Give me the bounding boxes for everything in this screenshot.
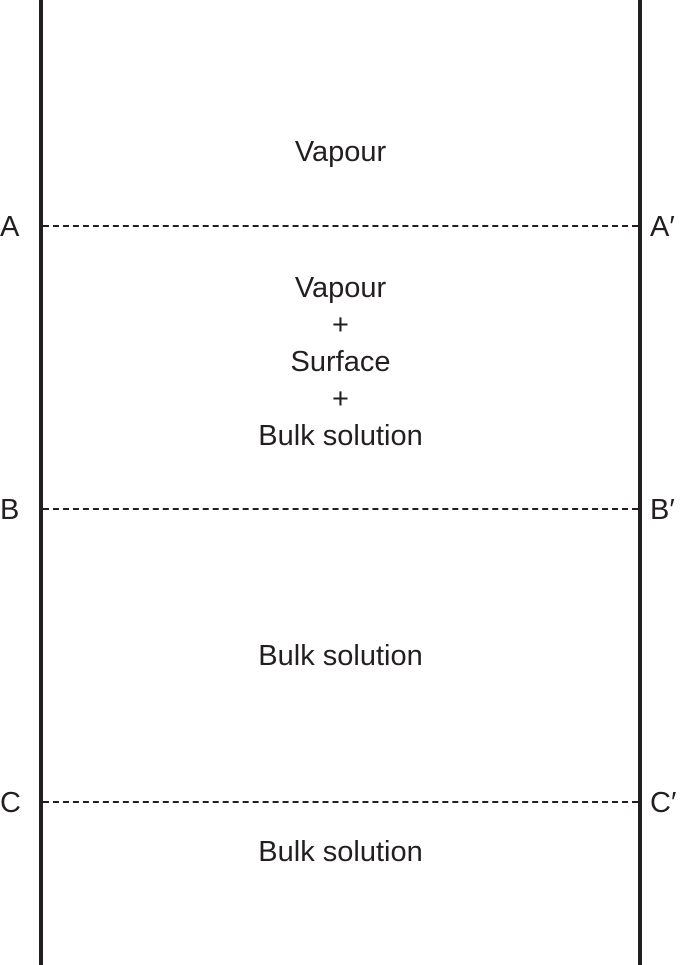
label-a-left: A	[0, 211, 20, 243]
right-vertical-boundary	[638, 0, 642, 965]
label-c-right: C′	[650, 787, 677, 819]
region-text: Vapour	[294, 272, 387, 304]
region-text: Vapour	[294, 136, 387, 168]
region-bulk-solution-upper: Bulk solution	[43, 638, 638, 675]
region-text: Surface	[290, 346, 391, 378]
dashed-line-c	[43, 801, 638, 803]
label-b-right: B′	[650, 494, 675, 526]
label-b-left: B	[0, 494, 20, 526]
region-vapour-surface-bulk: Vapour + Surface + Bulk solution	[43, 270, 638, 455]
dashed-line-b	[43, 508, 638, 510]
region-bulk-solution-lower: Bulk solution	[43, 834, 638, 871]
region-text: Bulk solution	[258, 640, 423, 672]
label-a-right: A′	[650, 211, 675, 243]
dashed-line-a	[43, 225, 638, 227]
region-text: Bulk solution	[258, 420, 423, 452]
plus-sign: +	[332, 383, 349, 415]
region-vapour: Vapour	[43, 134, 638, 171]
left-vertical-boundary	[39, 0, 43, 965]
region-text: Bulk solution	[258, 836, 423, 868]
plus-sign: +	[332, 309, 349, 341]
label-c-left: C	[0, 787, 21, 819]
